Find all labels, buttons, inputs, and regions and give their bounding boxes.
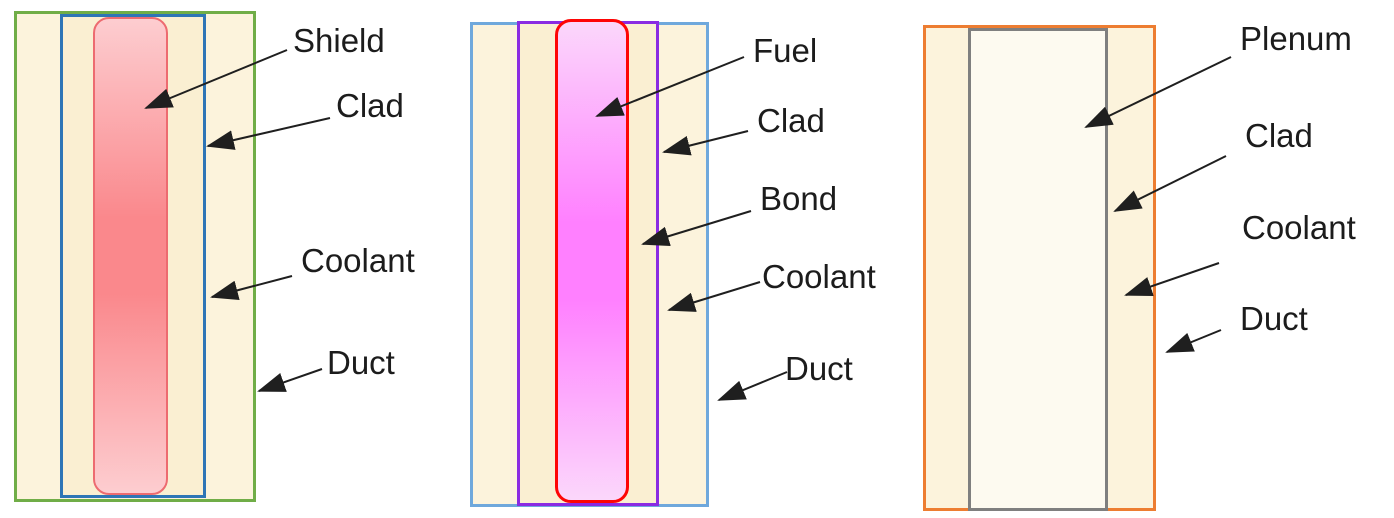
duct-mid-arrow	[717, 371, 788, 401]
coolant-label-left: Coolant	[301, 242, 415, 279]
bond-label: Bond	[760, 180, 838, 217]
duct-label-right: Duct	[1240, 300, 1308, 337]
duct-label-middle: Duct	[785, 350, 853, 387]
shield-label: Shield	[293, 22, 385, 59]
clad-label-left: Clad	[336, 87, 404, 124]
duct-label-left: Duct	[327, 344, 395, 381]
clad-label-middle: Clad	[757, 102, 825, 139]
coolant-label-right: Coolant	[1242, 209, 1356, 246]
left-pin-shield-rod	[93, 17, 168, 495]
duct-right-arrow	[1165, 329, 1222, 353]
right-pin-plenum-rect	[968, 28, 1108, 511]
duct-left-arrow	[257, 368, 323, 392]
fuel-label: Fuel	[753, 32, 818, 69]
plenum-label: Plenum	[1240, 20, 1352, 57]
clad-label-right: Clad	[1245, 117, 1313, 154]
coolant-label-middle: Coolant	[762, 258, 876, 295]
middle-pin-fuel-rod	[555, 19, 629, 503]
